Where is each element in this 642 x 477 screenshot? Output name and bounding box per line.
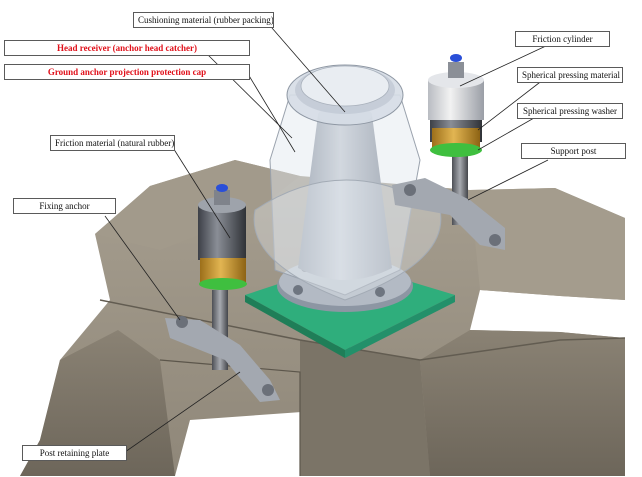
label-cushioning-material: Cushioning material (rubber packing) [133, 12, 274, 28]
label-friction-material: Friction material (natural rubber) [50, 135, 175, 151]
label-spherical-pressing-material: Spherical pressing material [517, 67, 623, 83]
left-friction-cylinder [165, 184, 280, 402]
label-friction-cylinder: Friction cylinder [515, 31, 610, 47]
leader-lines [104, 27, 549, 453]
label-fixing-anchor: Fixing anchor [13, 198, 116, 214]
label-support-post: Support post [521, 143, 626, 159]
right-friction-cylinder [392, 54, 505, 250]
label-spherical-pressing-washer: Spherical pressing washer [517, 103, 623, 119]
label-post-retaining-plate: Post retaining plate [22, 445, 127, 461]
label-head-receiver: Head receiver (anchor head catcher) [4, 40, 250, 56]
protection-cap [253, 64, 442, 301]
label-projection-cap: Ground anchor projection protection cap [4, 64, 250, 80]
